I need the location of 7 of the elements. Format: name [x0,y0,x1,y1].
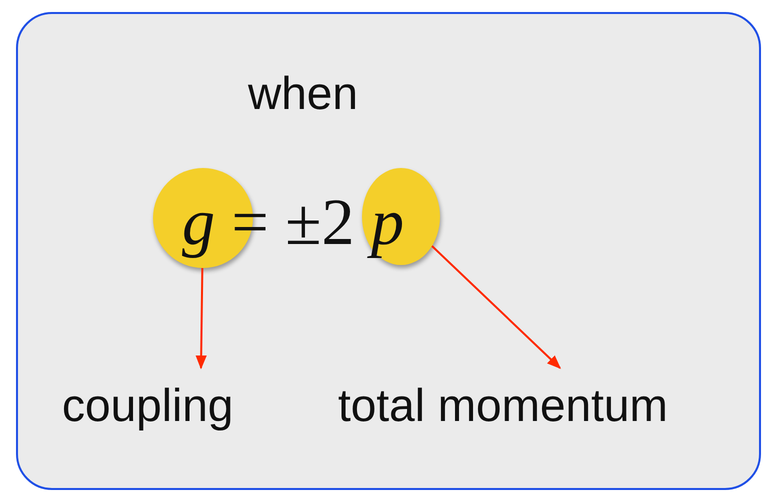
term-label: total momentum [338,382,724,430]
heading-text: when [248,70,358,116]
highlight-circle [362,168,440,265]
arrow [431,245,562,369]
term-label: coupling [62,382,272,430]
arrow [196,268,207,370]
panel-background [16,12,761,490]
